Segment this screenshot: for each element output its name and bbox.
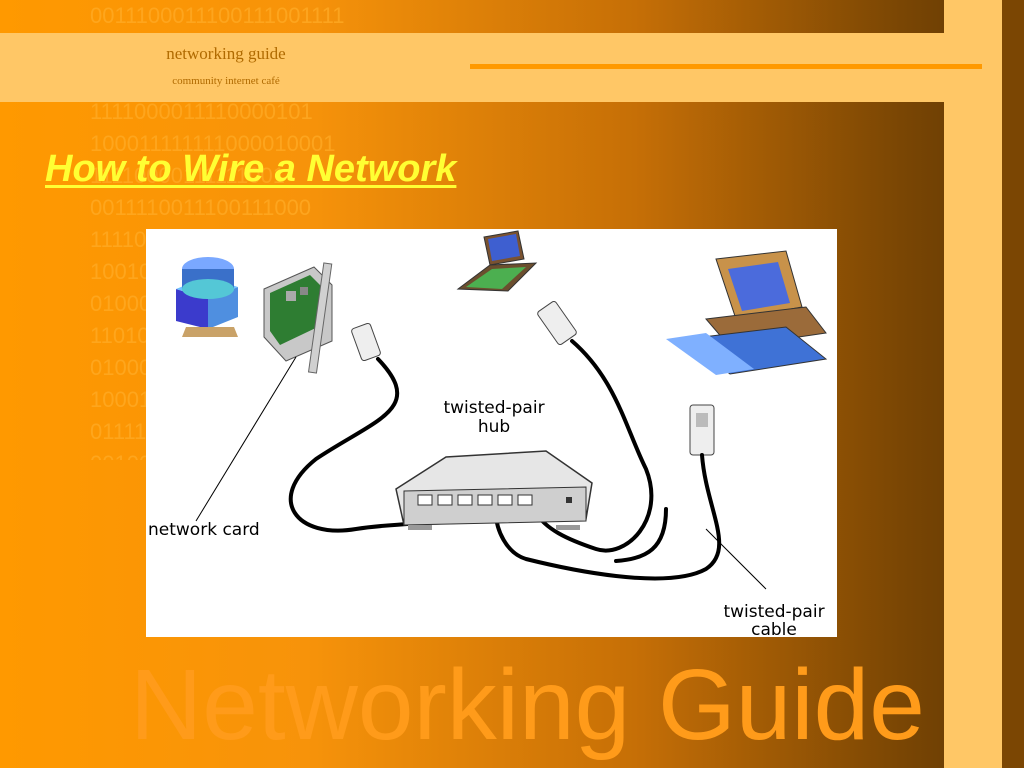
laptop-icon	[456, 230, 538, 292]
twisted-pair-hub-icon	[395, 450, 593, 530]
slide-title[interactable]: How to Wire a Network	[45, 148, 457, 190]
rj45-connector-top	[537, 300, 577, 346]
hub-label-line1: twisted-pair	[443, 398, 544, 418]
network-diagram: twisted-pair hub network card twisted-pa…	[146, 229, 837, 640]
hub-label-line2: hub	[478, 417, 510, 437]
header-subtitle: networking guide	[166, 44, 286, 63]
desktop-computer-icon	[666, 250, 828, 375]
header-rule	[470, 64, 982, 69]
header-tagline: community internet café	[172, 75, 280, 87]
server-computer-icon	[176, 257, 238, 337]
rj45-connector-right	[689, 404, 715, 456]
network-card-label: network card	[148, 520, 260, 540]
cable-label-line1: twisted-pair	[723, 602, 824, 622]
cable-pointer-line	[705, 528, 767, 590]
watermark-text: Networking Guide	[130, 649, 925, 761]
right-edge-bar	[1002, 0, 1024, 768]
right-vertical-bar	[944, 0, 1002, 768]
cable-label-line2: cable	[751, 620, 797, 637]
network-card-icon	[195, 262, 333, 522]
rj45-connector-left	[351, 322, 381, 362]
network-diagram-svg: twisted-pair hub network card twisted-pa…	[148, 230, 828, 640]
